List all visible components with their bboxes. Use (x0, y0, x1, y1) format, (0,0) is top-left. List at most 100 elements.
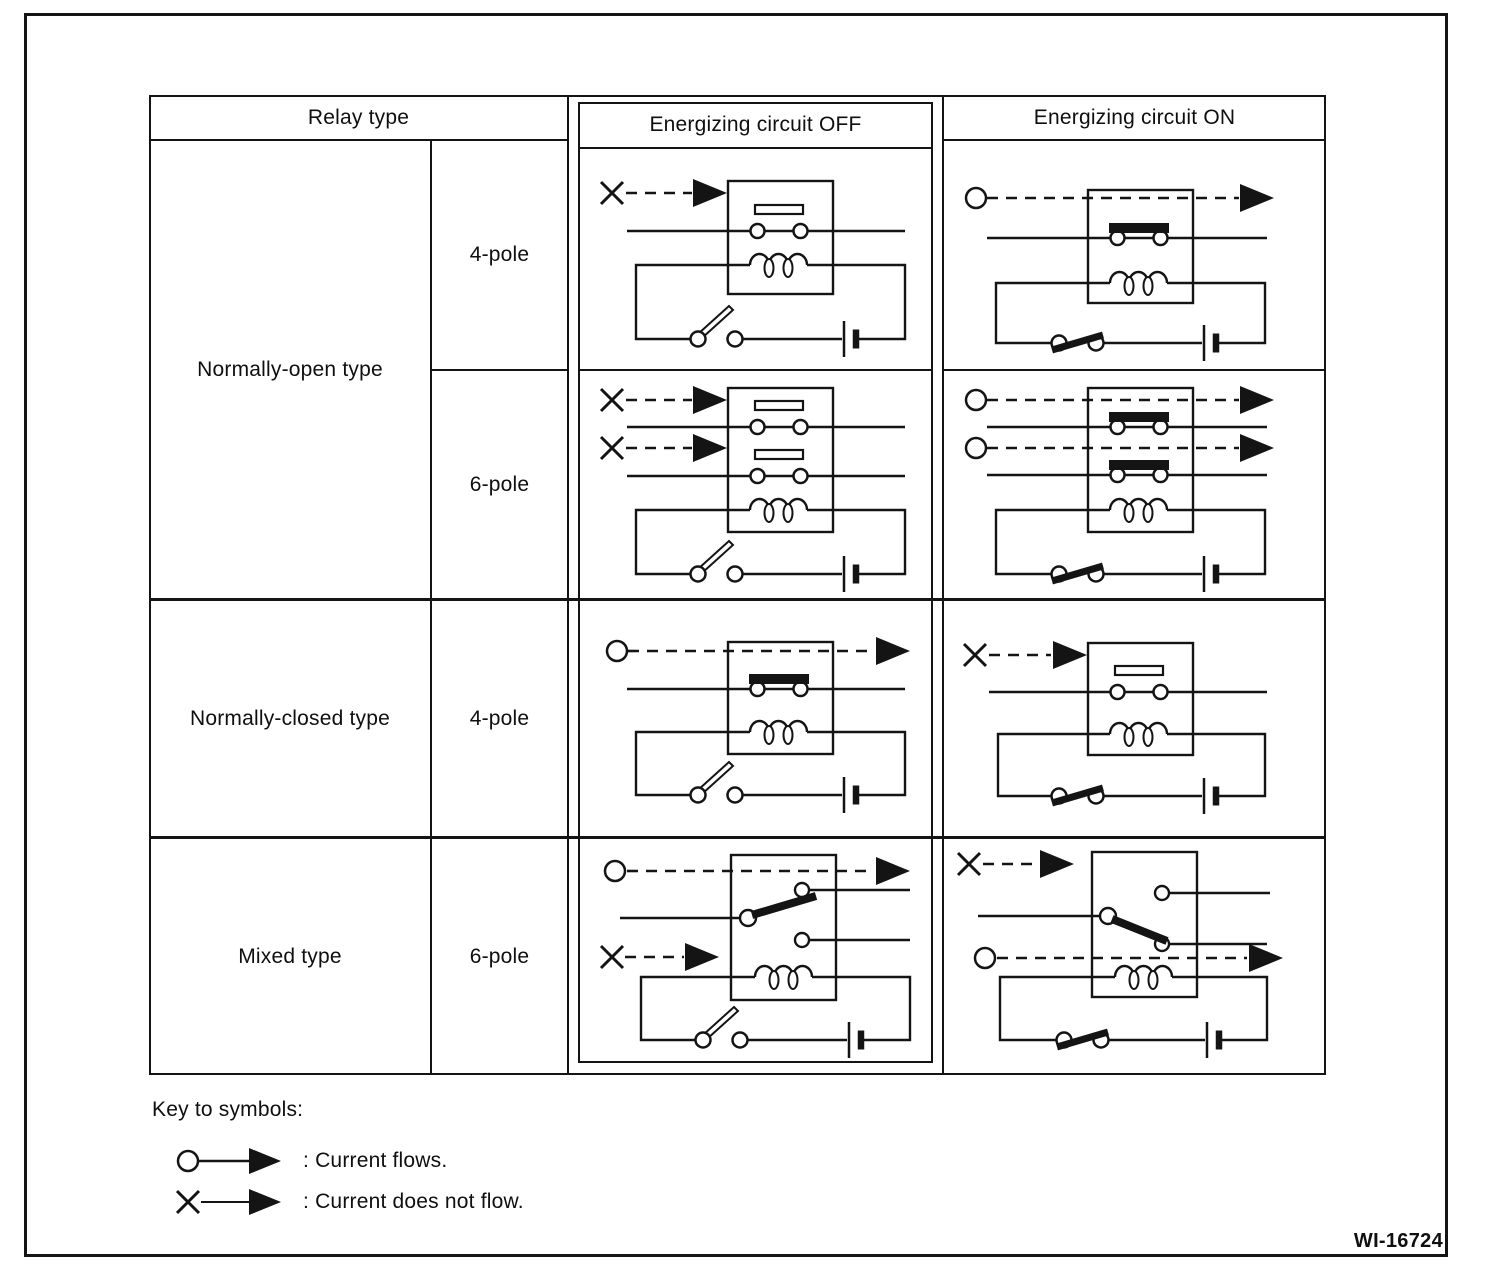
flow-circle-icon-2 (964, 436, 988, 460)
no-flow-x-icon (599, 180, 625, 206)
relay-coil-icon (748, 252, 809, 279)
switch-open-icon (689, 760, 744, 804)
common-contact-circle (1098, 906, 1118, 926)
flow-circle-icon (973, 946, 997, 970)
flow-arrow-icon (693, 179, 727, 207)
coil-wire-right (812, 975, 912, 1042)
switch-closed-icon (1052, 566, 1104, 582)
row-divider-4-6-pole (431, 369, 568, 371)
no-flow-x-icon (962, 642, 988, 668)
current-flows-symbol (176, 1148, 281, 1174)
row-divider-nc-mixed (150, 836, 1324, 839)
coil-wire-left (996, 732, 1110, 798)
flow-arrow-icon (249, 1148, 281, 1174)
flow-arrow-icon-2 (693, 434, 727, 462)
relay-coil-icon (748, 719, 809, 746)
grid-vline-type-pole (430, 140, 432, 1075)
contact-open-icon-2 (749, 448, 809, 485)
relay-box (1086, 386, 1195, 534)
battery-icon (1204, 778, 1216, 814)
coil-wire-left (634, 263, 750, 341)
flow-circle-icon (964, 186, 988, 210)
battery-icon (1207, 1022, 1219, 1058)
outer-border (24, 13, 1448, 1257)
switch-closed-icon (1052, 335, 1104, 351)
relay-coil-icon (1108, 721, 1169, 748)
no-flow-x-icon-1 (599, 387, 625, 413)
table-frame (149, 95, 1326, 1075)
flow-arrow-icon (1053, 641, 1087, 669)
energizing-on-header: Energizing circuit ON (1033, 105, 1236, 129)
battery-icon (1204, 325, 1216, 361)
flow-arrow-icon-1 (1240, 386, 1274, 414)
relay-box (726, 640, 835, 756)
coil-wire-right (807, 263, 907, 341)
circuit-mixed-6pole-off (599, 853, 912, 1062)
flow-circle-icon (176, 1149, 200, 1173)
flow-arrow-icon-1 (693, 386, 727, 414)
battery-icon (844, 556, 856, 592)
header-underline-left (149, 139, 568, 141)
coil-wire-right (807, 508, 907, 576)
contact-closed-icon-1 (1107, 410, 1171, 436)
upper-contact-circle (1153, 884, 1171, 902)
circuit-normally-open-6pole-off (599, 386, 907, 603)
circuit-normally-open-6pole-on (964, 386, 1274, 603)
relay-type-header: Relay type (307, 105, 410, 129)
no-flow-x-icon (956, 851, 982, 877)
off-column-inner-frame (578, 102, 933, 1063)
switch-closed-icon (1052, 788, 1104, 804)
contact-closed-icon (747, 672, 811, 698)
figure-id: WI-16724 (1353, 1230, 1443, 1252)
lower-contact-circle (1153, 935, 1171, 953)
pole-label-no-4: 4-pole (469, 243, 530, 266)
row-label-normally-open: Normally-open type (197, 358, 383, 381)
relay-coil-icon (1108, 497, 1169, 524)
switch-open-icon (689, 304, 744, 348)
key-title: Key to symbols: (152, 1098, 304, 1121)
coil-wire-left (998, 975, 1115, 1042)
coil-wire-left (994, 508, 1110, 576)
coil-wire-right (1167, 281, 1267, 345)
no-flow-x-icon (176, 1189, 201, 1215)
battery-icon (1204, 556, 1216, 592)
key-label-flows: : Current flows. (303, 1149, 448, 1172)
coil-wire-left (634, 730, 750, 797)
flow-arrow-icon (876, 637, 910, 665)
changeover-blade-up (750, 892, 818, 919)
switch-open-icon (689, 539, 744, 583)
circuit-normally-open-4pole-off (599, 179, 907, 374)
header-underline-off (580, 147, 931, 149)
coil-wire-right (1167, 508, 1267, 576)
contact-closed-icon-2 (1107, 458, 1171, 484)
common-contact-circle (738, 908, 758, 928)
row-label-normally-closed: Normally-closed type (189, 707, 391, 730)
contact-open-icon (749, 203, 809, 240)
flow-arrow-icon (1240, 184, 1274, 212)
flow-circle-icon (603, 859, 627, 883)
contact-open-icon (1109, 664, 1169, 701)
battery-icon (844, 321, 856, 357)
circuit-normally-closed-4pole-off (605, 637, 910, 838)
relay-coil-icon (1113, 964, 1174, 991)
flow-arrow-icon-1 (876, 857, 910, 885)
contact-open-icon-1 (749, 399, 809, 436)
flow-circle-icon-1 (964, 388, 988, 412)
circuit-mixed-6pole-on (956, 850, 1283, 1068)
energizing-off-header: Energizing circuit OFF (649, 112, 862, 136)
relay-box (729, 853, 838, 1002)
battery-icon (844, 777, 856, 813)
relay-box (726, 179, 835, 296)
coil-wire-left (994, 281, 1110, 345)
pole-label-no-6: 6-pole (469, 473, 530, 496)
coil-wire-left (639, 975, 755, 1042)
relay-box (1090, 850, 1199, 999)
grid-vline-off-on (942, 95, 944, 1075)
row-divider-4-6-off (580, 369, 931, 371)
grid-vline-pole-off (567, 95, 569, 1075)
flow-arrow-icon-2 (1249, 944, 1283, 972)
relay-box (1086, 188, 1195, 305)
coil-wire-right (807, 730, 907, 797)
circuit-normally-closed-4pole-on (962, 641, 1267, 838)
